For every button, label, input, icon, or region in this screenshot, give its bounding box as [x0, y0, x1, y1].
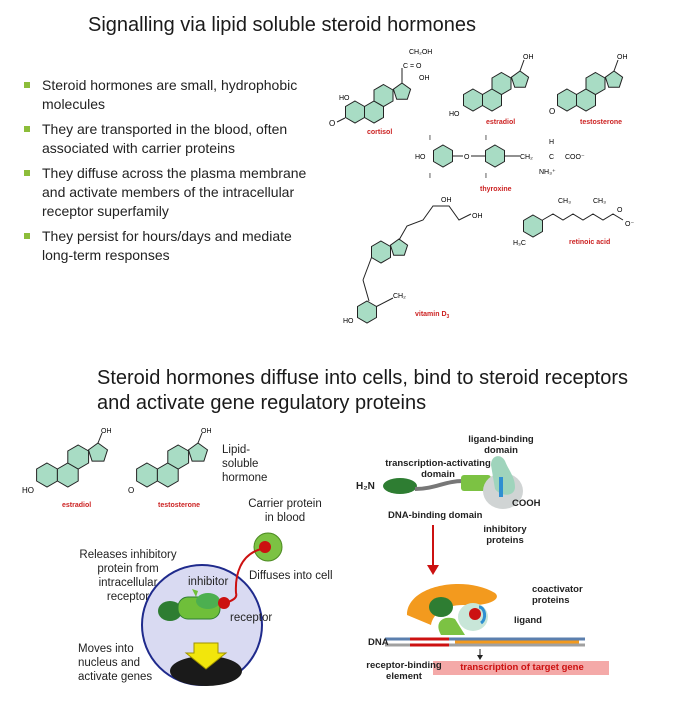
label-moves-into-nucleus: Moves into nucleus and activate genes — [78, 643, 153, 683]
atom-label: OH — [472, 213, 483, 220]
atom-label: C — [549, 154, 554, 161]
atom-label: HO — [415, 154, 426, 161]
hormone-in-cell — [218, 597, 230, 609]
section-title-top: Signalling via lipid soluble steroid hor… — [88, 14, 476, 36]
diffusion-path — [225, 548, 262, 604]
atom-label: I — [429, 173, 431, 180]
bullet-item: They are transported in the blood, often… — [18, 120, 318, 158]
atom-label: OH — [101, 428, 112, 435]
atom-label: OH — [523, 54, 534, 61]
label-receptor: receptor — [230, 612, 273, 624]
atom-label: O — [617, 207, 623, 214]
bullet-marker-icon — [24, 233, 30, 239]
atom-label: HO — [449, 111, 460, 118]
atom-label: H — [549, 139, 554, 146]
atom-label: O — [549, 107, 555, 116]
atom-label: O — [128, 486, 134, 495]
bullet-marker-icon — [24, 170, 30, 176]
atom-label: O — [464, 154, 470, 161]
label-dna-binding-domain: DNA-binding domain — [388, 510, 483, 521]
bullet-marker-icon — [24, 126, 30, 132]
bullet-item: Steroid hormones are small, hydrophobic … — [18, 76, 318, 114]
molecule-name-thyroxine: thyroxine — [480, 186, 512, 193]
label-dna: DNA — [368, 637, 389, 648]
molecule-name-retinoic-acid: retinoic acid — [569, 239, 610, 246]
molecule-name-cortisol: cortisol — [367, 129, 392, 136]
atom-label: CH₃ — [558, 198, 571, 205]
atom-label: HO — [343, 318, 354, 325]
atom-label: I — [485, 173, 487, 180]
activation-arrow-icon — [427, 565, 439, 575]
atom-label: OH — [419, 75, 430, 82]
label-cooh: COOH — [512, 498, 541, 509]
atom-label: O⁻ — [625, 221, 634, 228]
cortisol-structure — [336, 68, 412, 124]
atom-label: CH₂ — [520, 154, 533, 161]
section-title-bottom: Steroid hormones diffuse into cells, bin… — [97, 367, 629, 414]
atom-label: C = O — [403, 63, 422, 70]
steroid-structures-figure: HO CH₂OH C = O OH O cortisol OH HO estra… — [329, 49, 634, 325]
thyroxine-structure — [433, 144, 520, 168]
bullet-marker-icon — [24, 82, 30, 88]
bullet-item: They diffuse across the plasma membrane … — [18, 164, 318, 221]
molecule-name-testosterone: testosterone — [158, 502, 200, 509]
vitamin-d3-structure — [357, 205, 472, 324]
atom-label: HO — [339, 95, 350, 102]
ligand-binding-domain-shape — [491, 456, 515, 495]
label-ligand-binding-domain: ligand-binding domain — [468, 434, 534, 456]
molecule-name-vitamin-d3: vitamin D3 — [415, 311, 450, 320]
bullet-item: They persist for hours/days and mediate … — [18, 227, 318, 265]
atom-label: COO⁻ — [565, 154, 585, 161]
label-inhibitory-proteins: inhibitory proteins — [483, 524, 527, 546]
label-ligand: ligand — [514, 615, 542, 626]
label-receptor-binding-element: receptor-binding element — [366, 660, 442, 682]
atom-label: H₃C — [513, 240, 526, 247]
atom-label: CH₂ — [393, 293, 406, 300]
transcription-target-box — [433, 661, 609, 675]
inhibitor-shape — [192, 589, 198, 597]
hormone-entry-diagram: HO O OH OH estradiol testosterone — [22, 428, 283, 686]
dna-binding-domain-shape — [461, 475, 491, 491]
down-arrow-icon — [184, 642, 228, 670]
label-coactivator-proteins: coactivator proteins — [532, 584, 583, 606]
molecule-name-estradiol: estradiol — [62, 502, 91, 509]
label-diffuses-into-cell: Diffuses into cell — [249, 570, 333, 582]
receptor — [158, 601, 182, 621]
estradiol-structure — [463, 59, 530, 112]
atom-label: OH — [617, 54, 628, 61]
atom-label: OH — [441, 197, 452, 204]
label-releases-inhibitory: Releases inhibitory protein from intrace… — [79, 549, 177, 603]
atom-label: I — [485, 135, 487, 142]
bullet-list: Steroid hormones are small, hydrophobic … — [18, 76, 318, 271]
atom-label: I — [429, 135, 431, 142]
label-transcription-of-target-gene: transcription of target gene — [460, 662, 584, 673]
molecule-name-testosterone: testosterone — [580, 119, 622, 126]
molecule-name-estradiol: estradiol — [486, 119, 515, 126]
label-inhibitor: inhibitor — [188, 576, 229, 588]
nucleus — [170, 656, 242, 686]
receptor-activation-diagram — [383, 456, 609, 675]
label-lipid-soluble-hormone: Lipid- soluble hormone — [222, 444, 268, 484]
atom-label: CH₂OH — [409, 49, 432, 56]
retinoic-acid-structure — [523, 213, 624, 238]
label-transcription-activating: transcription-activating domain — [385, 458, 491, 480]
atom-label: O — [329, 119, 335, 128]
label-carrier-protein: Carrier protein in blood — [248, 498, 322, 524]
label-h2n: H₂N — [356, 481, 375, 492]
atom-label: CH₃ — [593, 198, 606, 205]
atom-label: OH — [201, 428, 212, 435]
ligand-shape — [469, 608, 481, 620]
transcription-activating-domain — [383, 478, 417, 494]
atom-label: HO — [22, 486, 34, 495]
testosterone-structure — [557, 59, 624, 112]
atom-label: NH₃⁺ — [539, 169, 556, 176]
